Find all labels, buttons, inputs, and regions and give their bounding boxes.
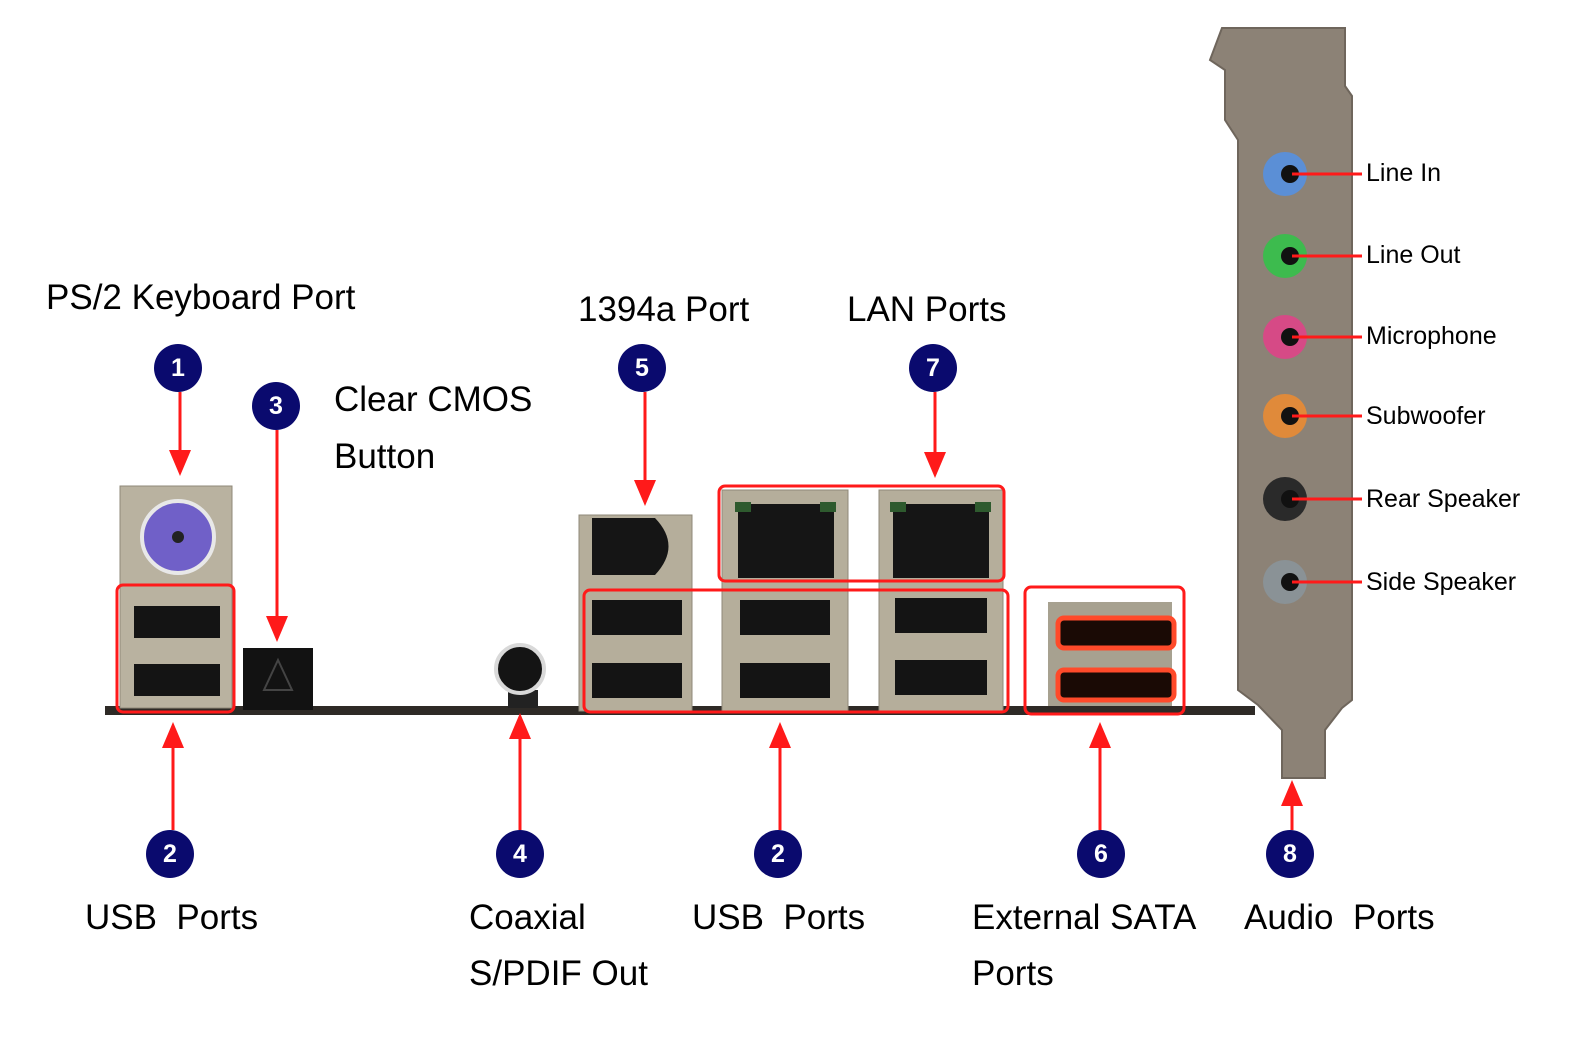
esata-port	[1055, 667, 1177, 703]
coaxial-spdif-jack	[494, 643, 546, 708]
usb-port	[592, 663, 682, 698]
audio-jacks	[1263, 152, 1362, 604]
audio-label-line-in: Line In	[1366, 159, 1442, 187]
audio-jack-hole	[1281, 165, 1299, 183]
arrow-coaxial-head	[509, 713, 531, 739]
arrow-usb-left-head	[162, 722, 184, 748]
usb-port	[895, 598, 987, 633]
usb-port	[895, 660, 987, 695]
label-clear-cmos-line2: Button	[334, 437, 436, 476]
label-1394a-port: 1394a Port	[578, 290, 750, 329]
label-clear-cmos-line1: Clear CMOS	[334, 380, 533, 419]
label-lan-ports: LAN Ports	[847, 290, 1007, 329]
esata-port	[1055, 615, 1177, 651]
audio-jack-hole	[1281, 573, 1299, 591]
usb-port	[134, 664, 220, 696]
label-usb-ports-center: USB Ports	[692, 898, 866, 937]
audio-label-rear-speaker: Rear Speaker	[1366, 485, 1521, 513]
audio-label-microphone: Microphone	[1366, 322, 1497, 350]
usb-port	[592, 600, 682, 635]
callout-badge-6: 6	[1077, 830, 1125, 878]
callout-badge-8: 8	[1266, 830, 1314, 878]
audio-label-side-speaker: Side Speaker	[1366, 568, 1517, 596]
arrow-audio-head	[1281, 780, 1303, 806]
lan-port	[738, 504, 834, 578]
highlight-box-usb-left	[115, 583, 236, 714]
arrow-clear-cmos-head	[266, 616, 288, 642]
callout-badge-2-left: 2	[146, 830, 194, 878]
callout-badge-2-center: 2	[754, 830, 802, 878]
label-coaxial-line1: Coaxial	[469, 898, 586, 937]
audio-jack-hole	[1281, 247, 1299, 265]
lan-port	[893, 504, 989, 578]
arrow-lan-head	[924, 452, 946, 478]
ps2-usb-stack	[119, 485, 233, 709]
callout-badge-3: 3	[252, 382, 300, 430]
audio-label-line-out: Line Out	[1366, 241, 1461, 269]
highlight-box-usb-center	[582, 588, 1010, 714]
label-ps2-keyboard-port: PS/2 Keyboard Port	[46, 278, 356, 317]
callout-badge-5: 5	[618, 344, 666, 392]
label-esata-line2: Ports	[972, 954, 1054, 993]
firewire-usb-stack	[578, 514, 693, 712]
arrow-1394a-head	[634, 480, 656, 506]
callout-badge-1: 1	[154, 344, 202, 392]
lan-usb-stack-2	[878, 489, 1004, 713]
usb-port	[740, 663, 830, 698]
callout-badge-7: 7	[909, 344, 957, 392]
highlight-box-esata	[1023, 585, 1186, 716]
label-audio-ports: Audio Ports	[1244, 898, 1435, 937]
label-esata-line1: External SATA	[972, 898, 1197, 937]
arrow-usb-center-head	[769, 722, 791, 748]
label-usb-ports-left: USB Ports	[85, 898, 259, 937]
usb-port	[740, 600, 830, 635]
lan-usb-stack-1	[721, 489, 849, 713]
arrow-ps2-head	[169, 450, 191, 476]
audio-jack-hole	[1281, 328, 1299, 346]
usb-port	[134, 606, 220, 638]
firewire-port	[592, 518, 669, 575]
audio-jack-hole	[1281, 490, 1299, 508]
arrow-esata-head	[1089, 722, 1111, 748]
clear-cmos-button	[243, 648, 313, 710]
audio-jack-hole	[1281, 407, 1299, 425]
callout-badge-4: 4	[496, 830, 544, 878]
label-coaxial-line2: S/PDIF Out	[469, 954, 648, 993]
esata-stack	[1048, 602, 1177, 706]
audio-label-subwoofer: Subwoofer	[1366, 402, 1486, 430]
highlight-box-lan	[717, 484, 1006, 583]
